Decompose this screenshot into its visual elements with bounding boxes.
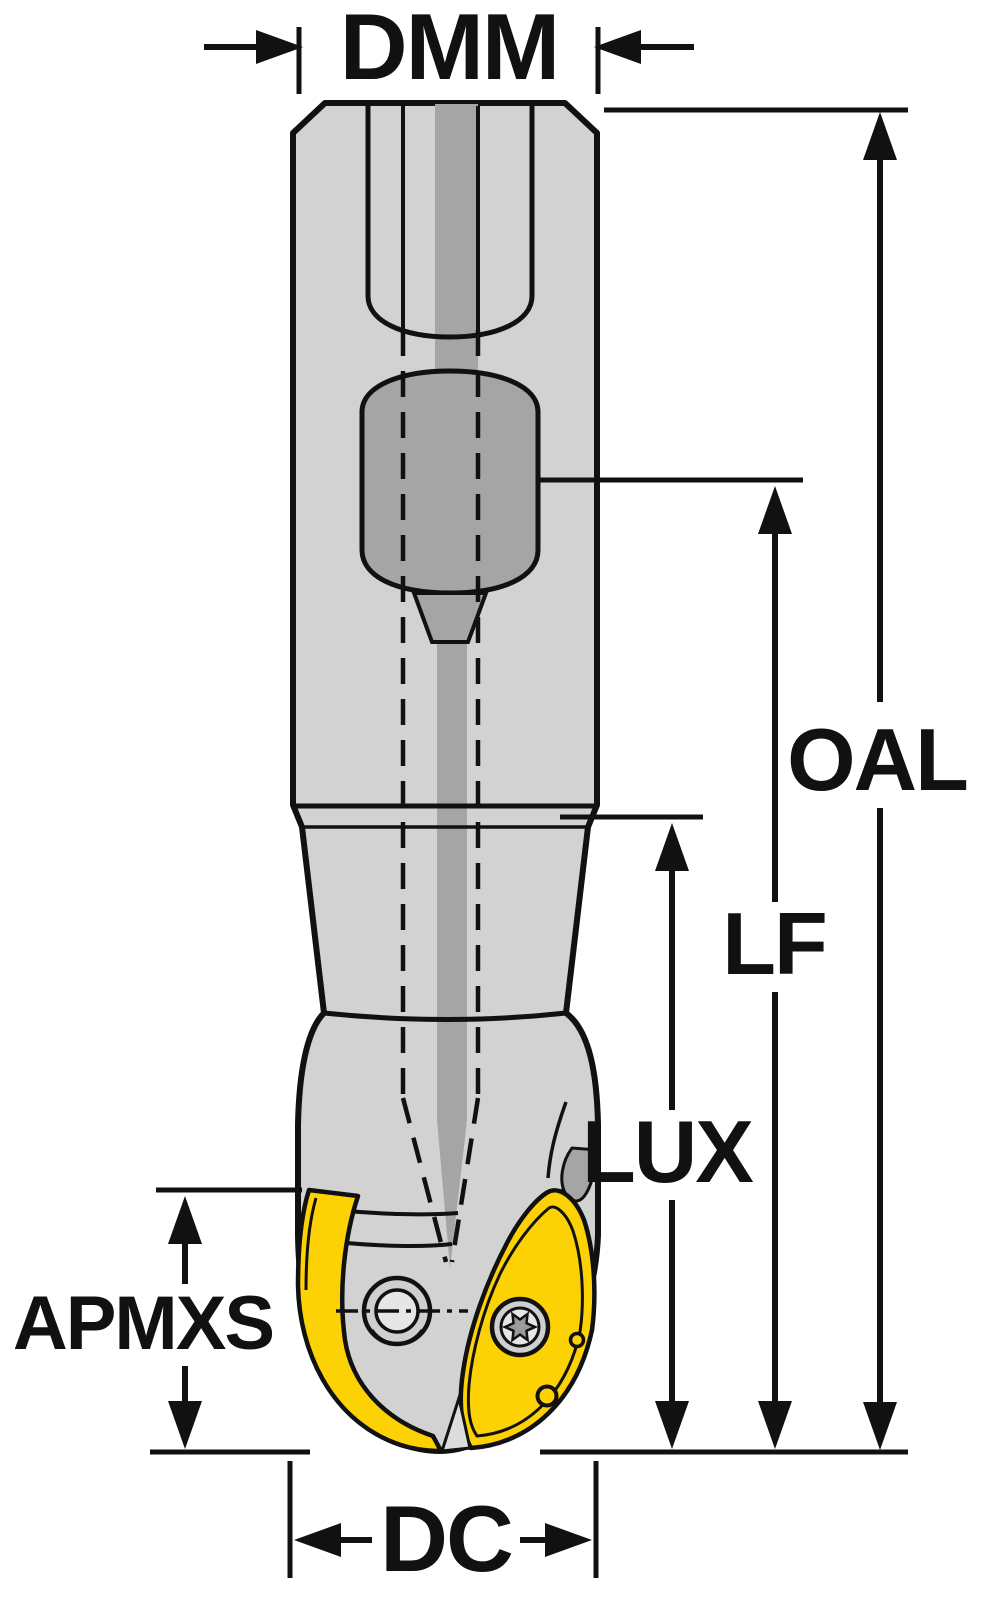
dc-arrow-left	[294, 1523, 341, 1557]
ball-nose-head	[295, 1101, 600, 1454]
label-lf: LF	[722, 894, 826, 993]
clamp-screw-hole-arc	[370, 1329, 424, 1345]
lf-arrow-down	[758, 1401, 792, 1449]
dimension-lf: LF	[540, 477, 828, 1449]
lf-arrow-up	[758, 486, 792, 534]
dimension-dc: DC	[287, 1461, 599, 1591]
dimension-apmxs: APMXS	[13, 1187, 310, 1455]
insert-gap-notch	[439, 1392, 472, 1453]
internal-bore-core-lower	[437, 640, 467, 1120]
dimension-lux: LUX	[560, 814, 755, 1449]
dmm-arrow-right	[594, 30, 641, 64]
head-shoulder-line	[323, 1010, 567, 1022]
upper-pocket-outline	[365, 103, 535, 340]
insert-right-edge-line	[466, 1205, 584, 1438]
dimension-oal: OAL	[540, 107, 969, 1455]
lux-arrow-down	[655, 1401, 689, 1449]
coupling-screw-neck	[411, 591, 489, 644]
apmxs-arrow-down	[168, 1401, 202, 1449]
label-dmm: DMM	[340, 0, 559, 99]
apmxs-arrow-up	[168, 1196, 202, 1244]
label-oal: OAL	[787, 710, 967, 809]
dmm-arrow-left	[256, 30, 303, 64]
insert-left	[295, 1187, 444, 1454]
label-dc: DC	[380, 1486, 512, 1591]
dimension-dmm: DMM	[204, 0, 694, 99]
insert-hole-small-1	[535, 1384, 559, 1408]
hidden-bore-left-taper	[400, 1097, 449, 1263]
label-apmxs: APMXS	[13, 1281, 273, 1366]
coupling-screw-barrel	[359, 368, 541, 596]
dc-arrow-right	[545, 1523, 592, 1557]
insert-hole-small-2	[568, 1331, 586, 1349]
lux-arrow-up	[655, 823, 689, 871]
oal-arrow-up	[863, 112, 897, 160]
internal-bore-tip	[437, 1120, 467, 1268]
label-lux: LUX	[582, 1102, 753, 1201]
torx-star-icon	[501, 1311, 539, 1343]
flute-edge-line-2	[546, 1101, 568, 1179]
insert-left-edge-line	[304, 1197, 318, 1291]
tool-illustration	[290, 100, 601, 1454]
hidden-bore-right-taper	[449, 1097, 481, 1263]
oal-arrow-down	[863, 1402, 897, 1450]
